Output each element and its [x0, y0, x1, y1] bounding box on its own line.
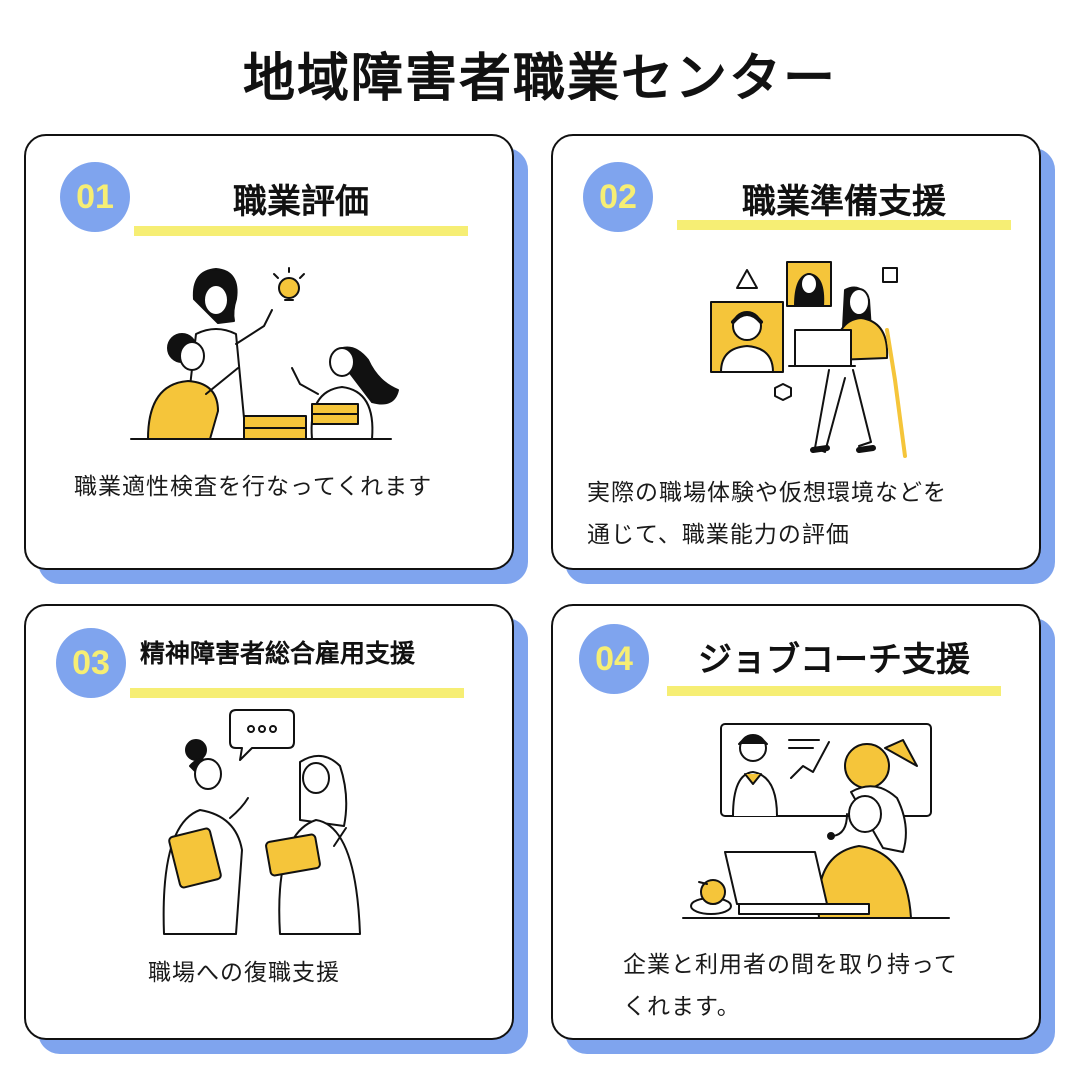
card-description: 実際の職場体験や仮想環境などを 通じて、職業能力の評価	[587, 472, 1007, 556]
title-underline	[130, 688, 464, 698]
description-line: 職業適性検査を行なってくれます	[74, 474, 433, 500]
card-title: 精神障害者総合雇用支援	[140, 639, 416, 668]
card-title: 職業準備支援	[742, 182, 946, 222]
number-badge: 01	[60, 162, 130, 232]
page-title: 地域障害者職業センター	[242, 49, 837, 109]
description-line: 職場への復職支援	[148, 960, 340, 986]
title-underline	[677, 220, 1011, 230]
number-badge: 02	[583, 162, 653, 232]
card-panel: 03 精神障害者総合雇用支援	[24, 604, 514, 1040]
two-women-talking-illustration	[162, 709, 361, 935]
card-description: 職場への復職支援	[148, 952, 448, 994]
card-title: ジョブコーチ支援	[698, 640, 970, 680]
job-coach-illustration	[682, 723, 950, 919]
card-panel: 01 職業評価	[24, 134, 514, 570]
description-line: 企業と利用者の間を取り持って	[623, 952, 958, 978]
card-title: 職業評価	[233, 182, 369, 222]
title-underline	[667, 686, 1001, 696]
triangle-icon	[736, 269, 758, 289]
card-panel: 02 職業準備支援	[551, 134, 1041, 570]
card-02: 02 職業準備支援	[551, 134, 1055, 584]
description-line: 実際の職場体験や仮想環境などを	[587, 480, 947, 506]
card-panel: 04 ジョブコーチ支援	[551, 604, 1041, 1040]
card-04: 04 ジョブコーチ支援	[551, 604, 1055, 1054]
description-line: 通じて、職業能力の評価	[587, 522, 850, 548]
number-badge: 04	[579, 624, 649, 694]
video-call-illustration	[710, 261, 907, 458]
card-01: 01 職業評価	[24, 134, 528, 584]
number-badge: 03	[56, 628, 126, 698]
card-description: 職業適性検査を行なってくれます	[74, 466, 474, 508]
card-description: 企業と利用者の間を取り持って くれます。	[623, 944, 1023, 1028]
description-line: くれます。	[623, 994, 741, 1020]
team-brainstorm-illustration	[130, 267, 399, 440]
card-03: 03 精神障害者総合雇用支援	[24, 604, 528, 1054]
title-underline	[134, 226, 468, 236]
